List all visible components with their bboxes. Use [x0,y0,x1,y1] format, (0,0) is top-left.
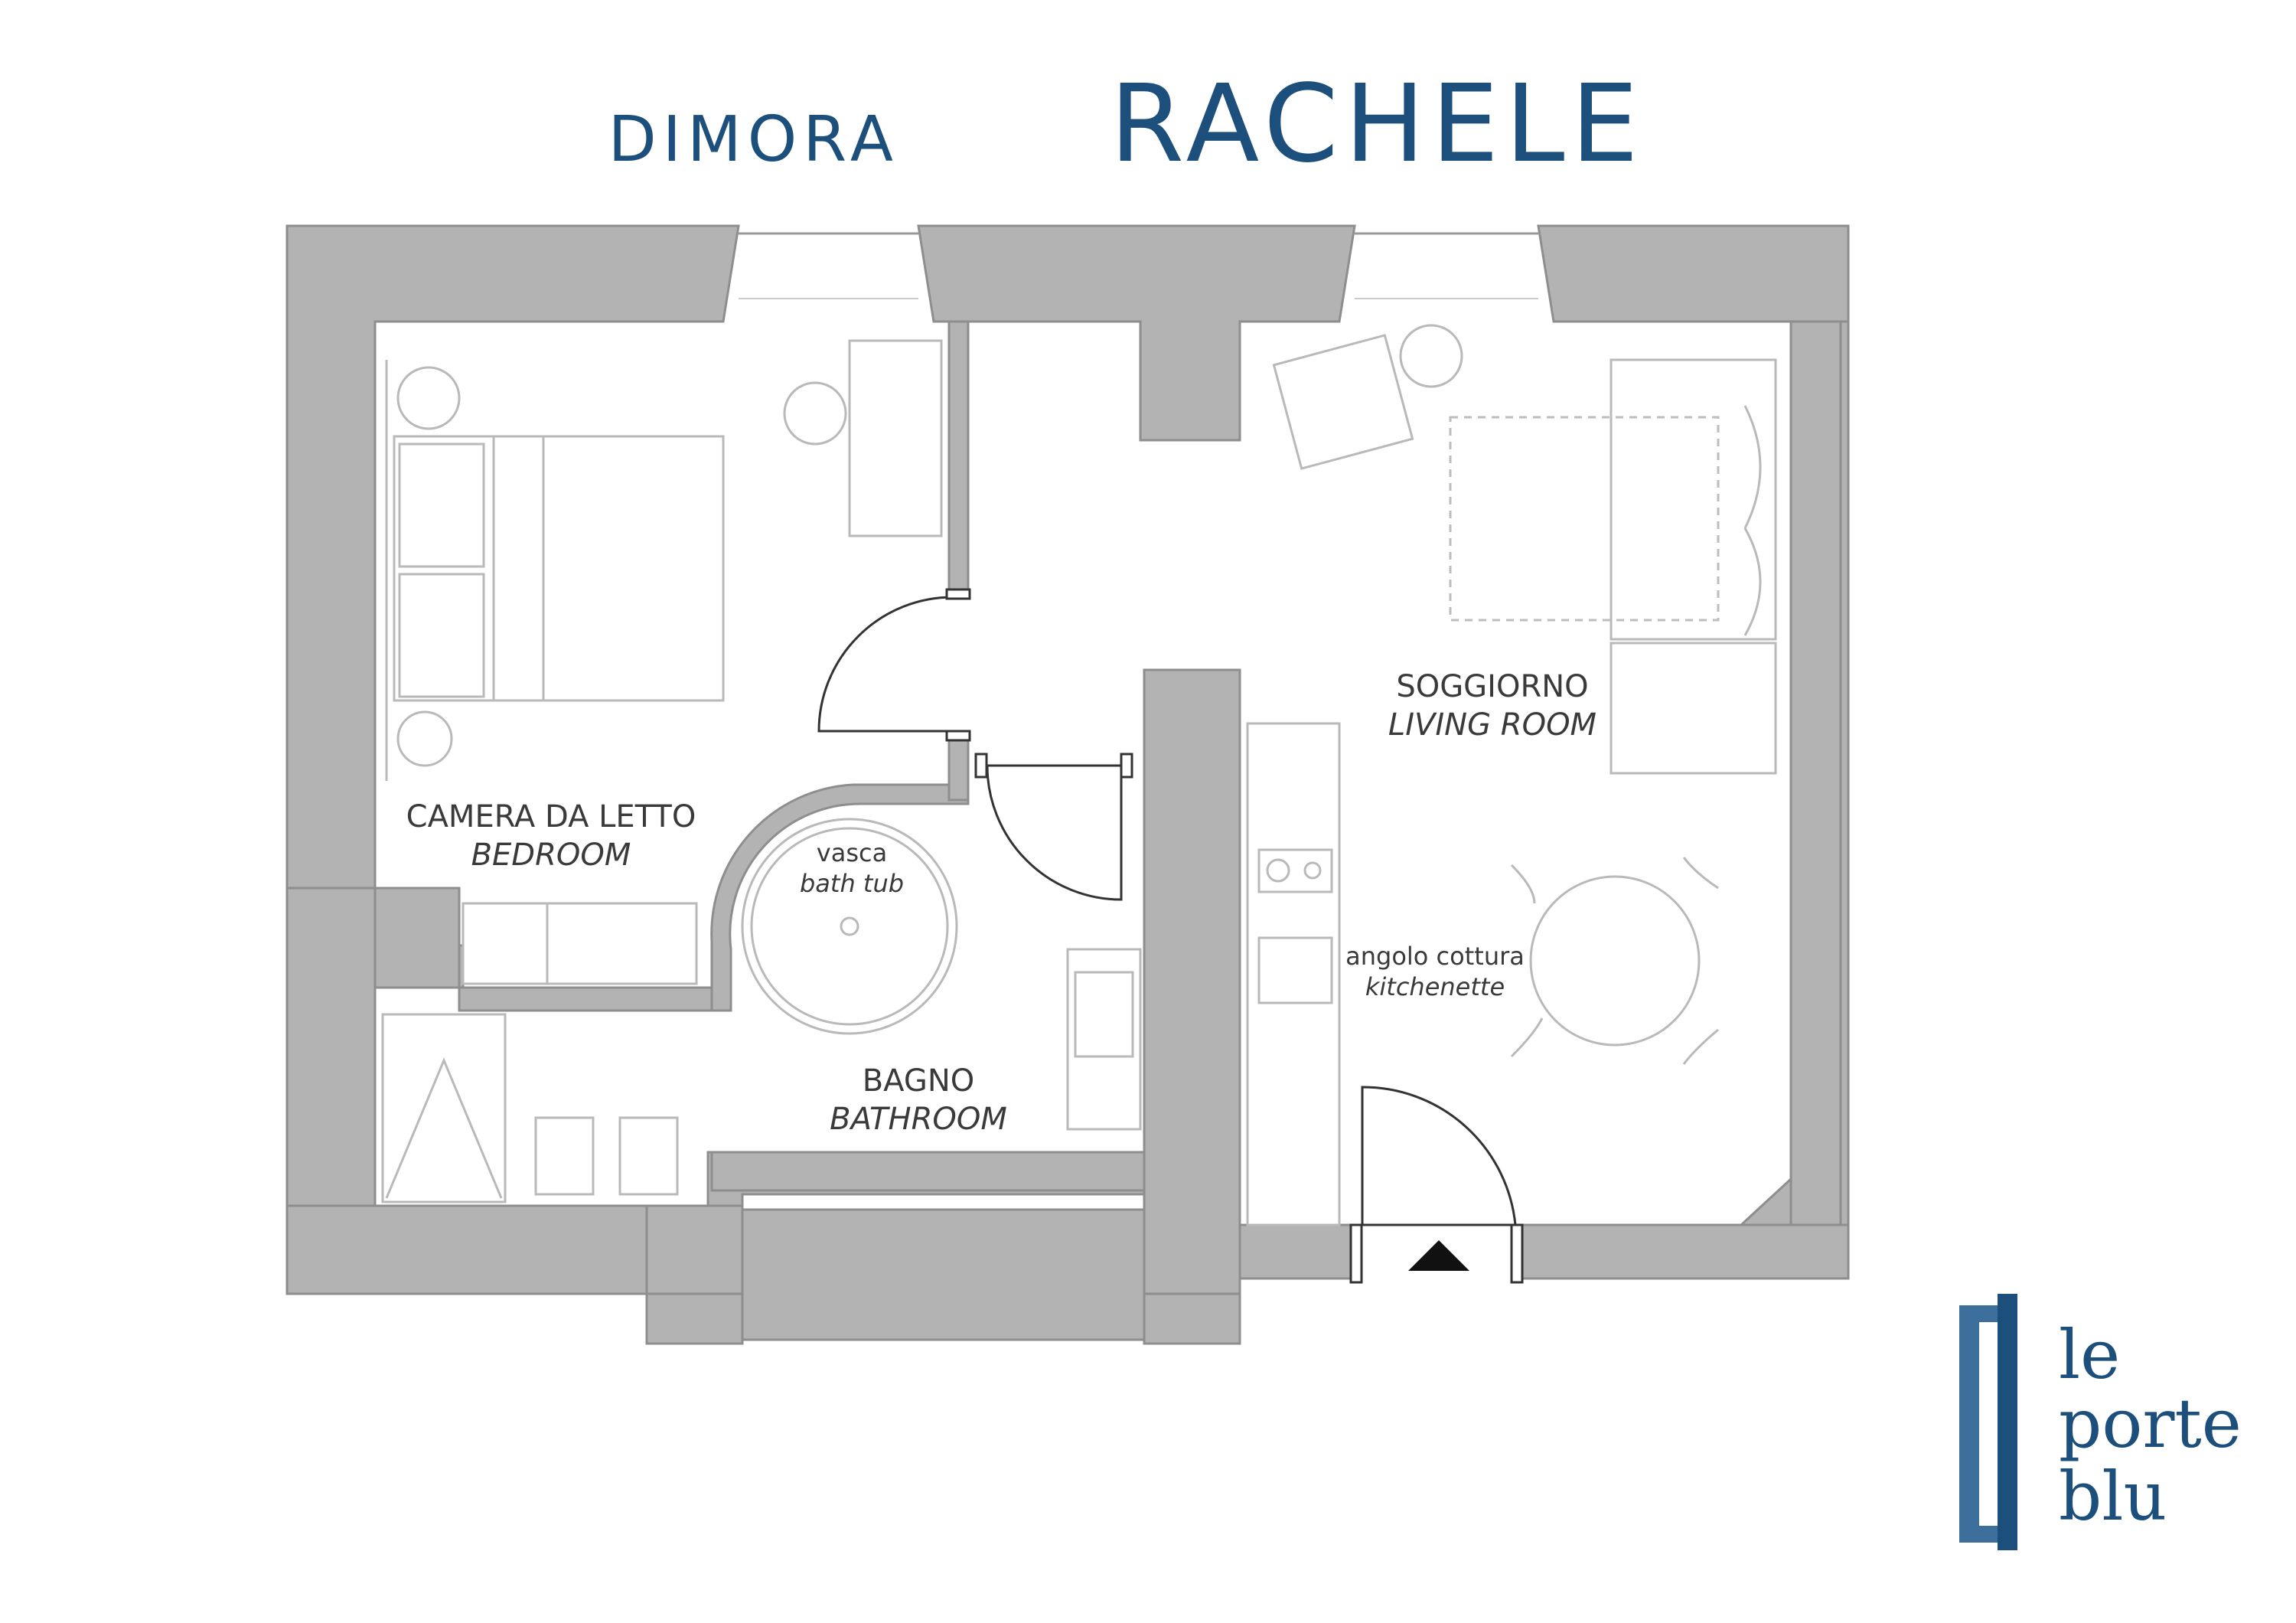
kitchen-sink [1257,936,1333,1004]
bedroom-door[interactable] [817,588,971,742]
sofa-curve-2 [1743,527,1762,636]
desk [848,339,943,537]
label-bathtub-en: bath tub [800,869,904,898]
walls [285,224,1850,1345]
cooktop [1257,848,1333,893]
bath-tub [741,818,958,1035]
logo: le porte blu [1959,1294,2242,1550]
label-bathroom-en: BATHROOM [830,1102,1007,1137]
bath-tub-drain [840,916,859,936]
wall-partition-thin [947,320,970,595]
shower [381,1013,507,1203]
title-prefix: DIMORA [608,103,899,176]
label-bedroom-it: CAMERA DA LETTO [406,799,696,834]
chair-4 [1682,1028,1719,1065]
wall-top-left [285,224,740,890]
nightstand-lamp-bottom [396,710,453,767]
wardrobe [461,902,698,985]
label-living-it: SOGGIORNO [1396,669,1588,704]
logo-frame-back [1959,1305,1979,1543]
bed [393,435,725,702]
sofa-cushion [1609,642,1777,775]
wall-bath-curve [710,783,970,1012]
bathroom-furniture [381,818,1142,1203]
logo-line-1: le [2059,1315,2120,1394]
wall-top-middle [917,224,1356,587]
wall-bottom-living [1238,1223,1356,1280]
living-furniture [1246,324,1777,1226]
bidet [534,1116,595,1196]
wall-right-corner [1738,1176,1792,1226]
chair-2 [1682,857,1719,890]
entrance-door-swing [1361,1086,1517,1226]
label-living-en: LIVING ROOM [1388,707,1596,743]
wall-right [1789,320,1850,1280]
bathroom-door-jamb-left [974,753,988,779]
bathroom-door[interactable] [974,753,1133,901]
label-kitchen-en: kitchenette [1365,972,1505,1001]
sink [1066,948,1142,1131]
title-name: RACHELE [1110,62,1645,187]
kitchen-counter [1246,722,1341,1226]
entrance-arrow-icon [1408,1240,1469,1271]
bath-tub-inner [750,827,949,1026]
wall-right-strip [1839,320,1850,1226]
entrance-jamb-right [1510,1223,1524,1284]
windows [739,232,1538,299]
label-bathtub-it: vasca [817,838,887,867]
bathroom-door-jamb-right [1120,753,1133,779]
shower-drain [385,1057,503,1199]
sink-basin [1074,971,1134,1058]
toilet [618,1116,679,1196]
entrance-jamb-left [1349,1223,1363,1284]
label-bathroom-it: BAGNO [863,1063,975,1099]
wall-top-right [1537,224,1850,323]
wall-bath-ledge [373,887,461,989]
wall-bathroom-bottom [710,1151,1146,1192]
wall-stub-center [1143,1292,1241,1345]
wall-bottom-living-right [1518,1223,1850,1280]
burner-1 [1266,858,1290,883]
bedroom-door-jamb-bottom [945,730,971,742]
bedroom-furniture [385,339,943,985]
chair-3 [1510,1017,1544,1058]
wall-stub-left [645,1292,744,1345]
sofa-bed [1609,358,1777,641]
pillow-bottom [398,573,485,698]
wall-bedroom-bottom [458,986,732,1012]
logo-line-3: blu [2059,1457,2167,1536]
room-labels: CAMERA DA LETTO BEDROOM vasca bath tub B… [406,669,1596,1137]
bathroom-door-swing [986,765,1123,901]
logo-line-2: porte [2059,1384,2242,1463]
entrance-door[interactable] [1349,1086,1524,1284]
sofa-bed-open [1449,416,1720,622]
sofa-curve-1 [1743,405,1762,529]
bedroom-door-jamb-top [945,588,971,600]
pillow-top [398,442,485,568]
dining-table [1529,875,1701,1047]
stool [783,381,847,446]
wall-center [1143,668,1241,1345]
logo-frame-front [1998,1294,2017,1550]
bedroom-door-swing [817,596,954,733]
label-kitchen-it: angolo cottura [1345,942,1525,971]
side-table [1399,324,1463,388]
plan-title: DIMORA RACHELE [608,62,1645,187]
nightstand-lamp-top [396,366,461,430]
armchair [1272,334,1414,470]
burner-2 [1303,861,1322,880]
chair-1 [1510,864,1536,904]
label-bedroom-en: BEDROOM [471,838,631,873]
